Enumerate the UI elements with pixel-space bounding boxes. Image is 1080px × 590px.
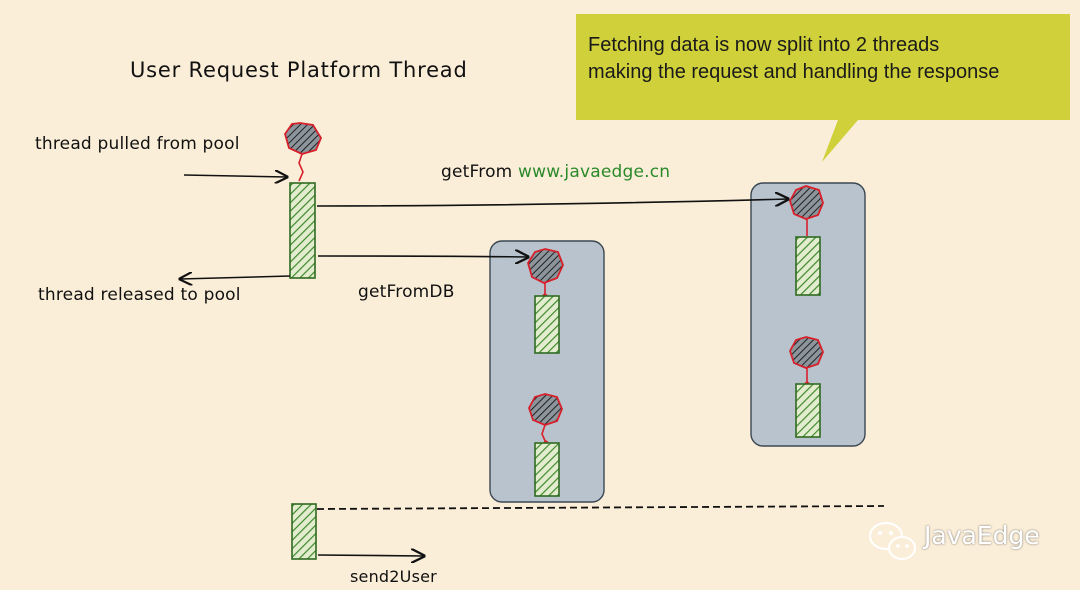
virtual-thread-main	[284, 122, 323, 182]
watermark-text: JavaEdge	[924, 521, 1040, 550]
platform-thread-bar	[289, 182, 316, 279]
diagram-title: User Request Platform Thread	[130, 58, 468, 82]
web-thread-panel	[750, 182, 866, 447]
get-from-url: www.javaedge.cn	[518, 162, 671, 182]
send-thread-bar	[291, 503, 317, 560]
callout-line-2: making the request and handling the resp…	[588, 61, 1000, 83]
arrow-send	[317, 555, 424, 556]
db-carrier-bar-2	[534, 442, 560, 497]
wechat-icon	[869, 522, 916, 560]
callout-line-1: Fetching data is now split into 2 thread…	[588, 34, 940, 56]
virtual-thread-db-2	[528, 393, 563, 446]
get-from-label: getFrom www.javaedge.cn	[441, 162, 670, 182]
arrow-released	[180, 276, 291, 279]
db-carrier-bar-1	[534, 295, 560, 354]
arrow-getfromdb	[317, 256, 528, 257]
arrow-getfrom	[316, 199, 788, 207]
callout-text: Fetching data is now split into 2 thread…	[588, 32, 1068, 86]
arrow-pulled	[183, 175, 287, 177]
thread-pulled-label: thread pulled from pool	[35, 134, 240, 154]
web-carrier-bar-1	[795, 236, 821, 296]
callout-bubble	[576, 14, 1070, 162]
virtual-thread-web-1	[789, 185, 824, 236]
db-thread-panel	[489, 240, 605, 503]
thread-released-label: thread released to pool	[38, 285, 241, 305]
send-to-user-label: send2User	[350, 567, 437, 586]
get-from-db-label: getFromDB	[358, 282, 455, 302]
get-from-prefix: getFrom	[441, 162, 513, 182]
dashed-timeline	[316, 505, 885, 510]
web-carrier-bar-2	[795, 383, 821, 438]
